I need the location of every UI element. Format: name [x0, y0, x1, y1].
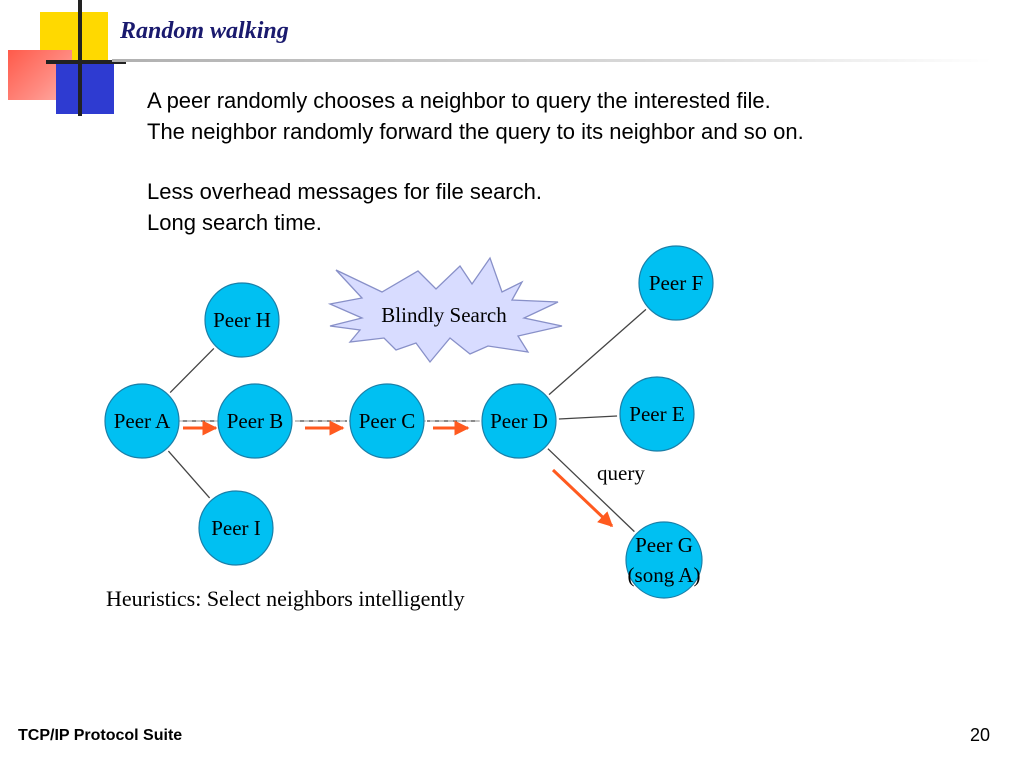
- peer-node-d: Peer D: [481, 383, 557, 459]
- blindly-search-label: Blindly Search: [381, 303, 507, 327]
- peer-node-b: Peer B: [217, 383, 293, 459]
- peer-circle-f: [638, 245, 714, 321]
- peer-node-g: Peer G (song A): [625, 521, 703, 599]
- peer-node-f: Peer F: [638, 245, 714, 321]
- query-arrow-d-g: [551, 468, 614, 528]
- peer-node-e: Peer E: [619, 376, 695, 452]
- peer-label-g: Peer G: [635, 533, 693, 557]
- edge-d-g: [547, 448, 635, 533]
- bullet-3: Less overhead messages for file search.: [147, 179, 542, 204]
- peer-circle-b: [217, 383, 293, 459]
- peer-node-h: Peer H: [204, 282, 280, 358]
- bullet-2: The neighbor randomly forward the query …: [147, 118, 804, 144]
- heuristics-caption: Heuristics: Select neighbors intelligent…: [106, 586, 465, 611]
- peer-label-i: Peer I: [211, 516, 261, 540]
- page-number: 20: [970, 725, 991, 745]
- peer-circle-d: [481, 383, 557, 459]
- peer-label-c: Peer C: [359, 409, 416, 433]
- bullet-4: Long search time.: [147, 209, 322, 235]
- query-label: query: [597, 461, 645, 485]
- decor-vertical-line: [78, 0, 82, 116]
- decor-blue-square: [56, 64, 114, 114]
- peer-nodes: Peer A Peer B Peer C Peer D Peer E Peer F Peer…: [104, 245, 714, 599]
- edge-d-f: [548, 308, 647, 396]
- peer-node-c: Peer C: [349, 383, 425, 459]
- edge-a-h: [169, 347, 215, 394]
- peer-node-a: Peer A: [104, 383, 180, 459]
- bullet-1: A peer randomly chooses a neighbor to qu…: [147, 88, 771, 113]
- title-underline: [112, 59, 992, 62]
- decor-horizontal-line: [46, 60, 126, 64]
- peer-label-g-line2: (song A): [628, 563, 701, 587]
- peer-label-h: Peer H: [213, 308, 271, 332]
- peer-label-a: Peer A: [114, 409, 171, 433]
- peer-label-f: Peer F: [649, 271, 703, 295]
- peer-circle-a: [104, 383, 180, 459]
- peer-circle-h: [204, 282, 280, 358]
- slide-title: Random walking: [120, 18, 289, 44]
- peer-label-d: Peer D: [490, 409, 548, 433]
- peer-circle-c: [349, 383, 425, 459]
- peer-label-e: Peer E: [629, 402, 684, 426]
- peer-circle-i: [198, 490, 274, 566]
- peer-node-i: Peer I: [198, 490, 274, 566]
- query-arrows: [183, 420, 614, 528]
- peer-label-b: Peer B: [227, 409, 284, 433]
- footer-title: TCP/IP Protocol Suite: [18, 727, 183, 744]
- edge-a-i: [167, 450, 211, 499]
- peer-circle-g: [625, 521, 703, 599]
- slide-body: A peer randomly chooses a neighbor to qu…: [147, 86, 804, 238]
- peer-circle-e: [619, 376, 695, 452]
- edge-d-e: [558, 415, 618, 420]
- blindly-search-starburst: [327, 256, 563, 364]
